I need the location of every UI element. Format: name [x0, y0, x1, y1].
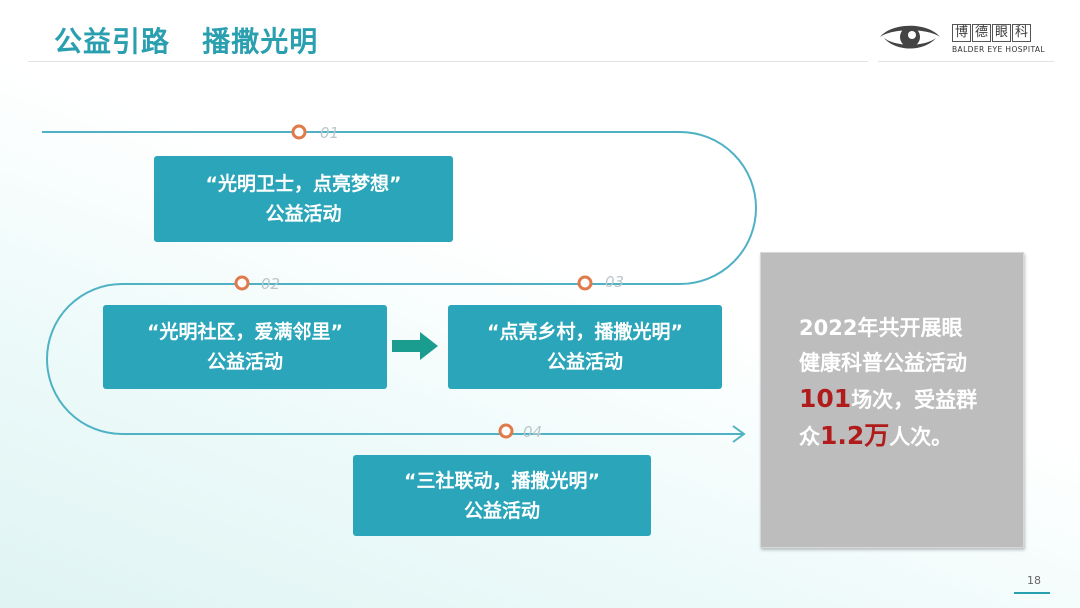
summary-line-4: 众1.2万人次。 — [799, 418, 1009, 455]
activity-subtitle: 公益活动 — [463, 499, 540, 522]
hospital-logo: 博 德 眼 科 BALDER EYE HOSPITAL — [878, 18, 1048, 58]
summary-line-1: 2022年共开展眼 — [799, 316, 963, 340]
summary-line-2: 健康科普公益活动 — [799, 351, 967, 375]
activity-subtitle: 公益活动 — [206, 351, 283, 373]
logo-chinese-name: 博 德 眼 科 — [952, 24, 1032, 42]
page-number: 18 — [1027, 574, 1041, 587]
activity-card-3: “点亮乡村，播撒光明” 公益活动 — [448, 305, 722, 389]
step-marker-2 — [234, 275, 250, 291]
step-number-4: 04 — [523, 423, 543, 441]
title-divider — [28, 61, 868, 62]
flow-line — [42, 131, 757, 435]
activity-card-2: “光明社区，爱满邻里” 公益活动 — [103, 305, 387, 389]
page-number-underline — [1014, 592, 1050, 594]
step-number-1: 01 — [320, 124, 340, 142]
activity-card-4: “三社联动，播撒光明” 公益活动 — [353, 455, 651, 536]
people-count: 1.2万 — [820, 421, 890, 450]
activity-title: “点亮乡村，播撒光明” — [487, 321, 683, 343]
activity-title: “光明卫士，点亮梦想” — [205, 173, 402, 195]
summary-box: 2022年共开展眼 健康科普公益活动 101场次，受益群 众1.2万人次。 — [760, 252, 1024, 548]
activity-subtitle: 公益活动 — [546, 351, 623, 373]
activity-title: “光明社区，爱满邻里” — [147, 321, 343, 343]
people-prefix: 众 — [799, 425, 820, 449]
people-suffix: 人次。 — [889, 425, 953, 449]
step-number-3: 03 — [605, 273, 625, 291]
logo-english-name: BALDER EYE HOSPITAL — [952, 45, 1045, 54]
activity-card-1: “光明卫士，点亮梦想” 公益活动 — [154, 156, 453, 242]
logo-char: 科 — [1012, 24, 1032, 42]
logo-char: 德 — [972, 24, 992, 42]
step-marker-1 — [291, 124, 307, 140]
arrow-right-icon — [392, 332, 438, 360]
flow-arrowhead — [732, 425, 746, 443]
event-unit: 场次，受益群 — [851, 388, 978, 412]
activity-subtitle: 公益活动 — [265, 203, 342, 225]
logo-divider — [878, 61, 1054, 62]
activity-title: “三社联动，播撒光明” — [404, 469, 600, 492]
logo-char: 博 — [952, 24, 972, 42]
logo-char: 眼 — [992, 24, 1012, 42]
summary-line-3: 101场次，受益群 — [799, 381, 1009, 418]
summary-text: 2022年共开展眼 健康科普公益活动 101场次，受益群 众1.2万人次。 — [799, 311, 1009, 455]
page-title: 公益引路 播撒光明 — [54, 25, 319, 58]
step-marker-3 — [577, 275, 593, 291]
step-marker-4 — [498, 423, 514, 439]
eye-icon — [880, 25, 940, 49]
step-number-2: 02 — [261, 275, 281, 293]
event-count: 101 — [799, 384, 852, 413]
